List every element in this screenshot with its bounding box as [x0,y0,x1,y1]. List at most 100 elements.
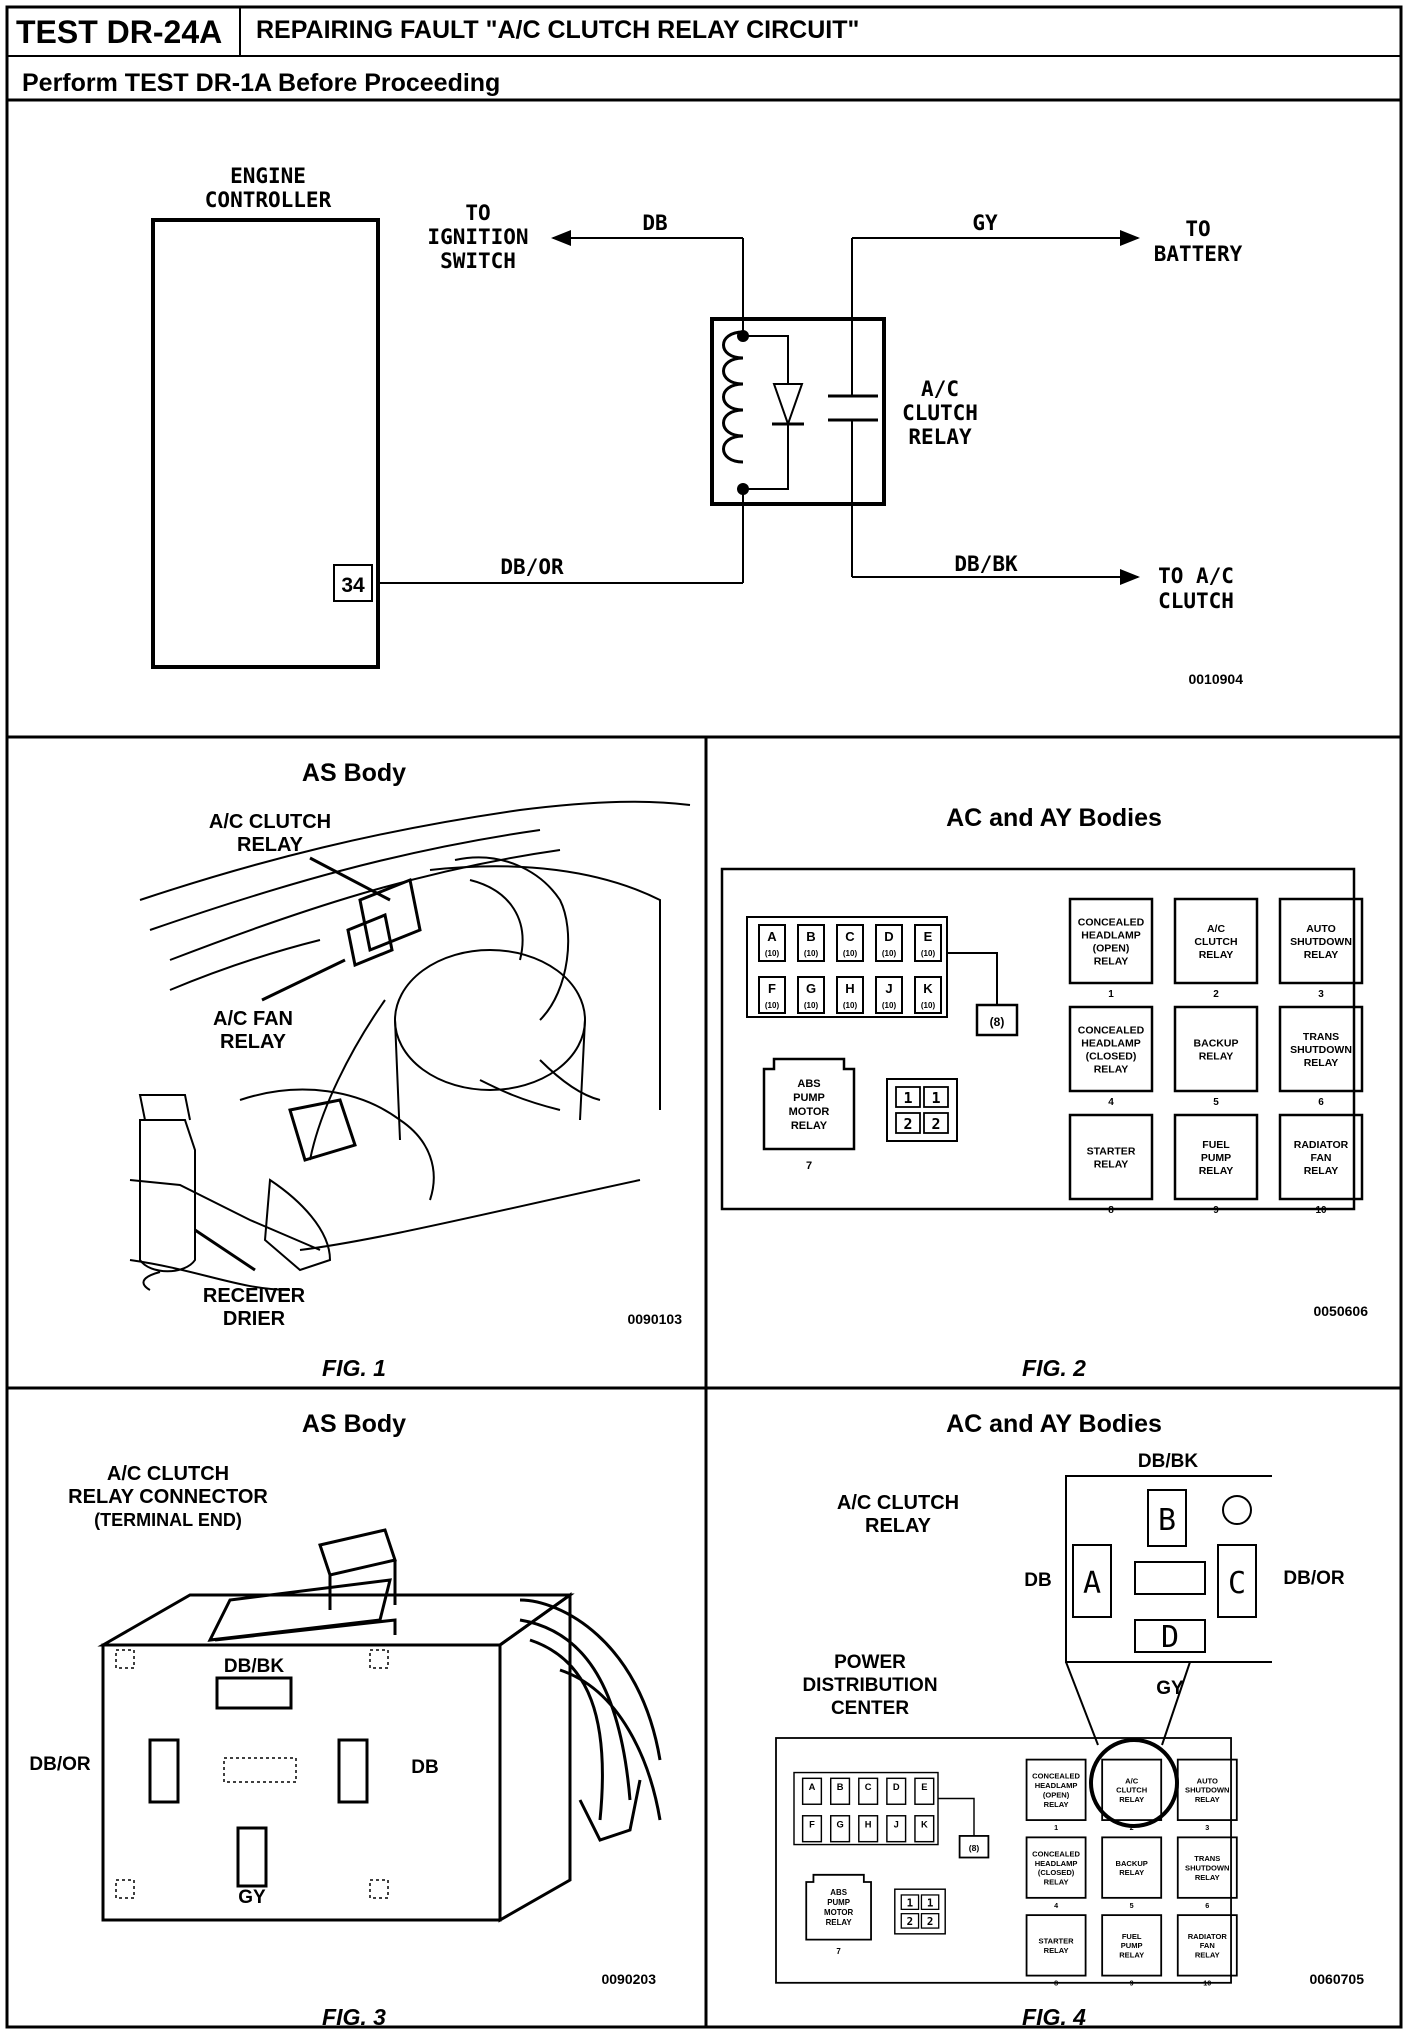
relay-label: RELAY [1119,1868,1144,1877]
fuse-letter: D [884,929,893,944]
fig4-db: DB [1024,1570,1051,1591]
fig3-dbbk: DB/BK [224,1656,284,1677]
relay-label: (CLOSED) [1086,1051,1137,1063]
wire-db-label: DB [642,211,667,235]
relay-label: RELAY [1304,1165,1339,1177]
abs-relay-number: 7 [806,1160,812,1172]
terminal-empty [1222,1495,1252,1525]
relay-number: 8 [1054,1979,1058,1988]
relay-label: HEADLAMP [1081,930,1141,942]
fuse-letter: K [923,981,933,996]
ignition-label-3: SWITCH [440,249,516,273]
relay-label: RELAY [1199,1051,1234,1063]
small-relay-label: 1 [931,1089,940,1107]
small-relay-cell [895,1086,921,1108]
relay-label: STARTER [1087,1146,1136,1158]
fuse-letter: C [865,1782,872,1792]
relay-label: CONCEALED [1032,1772,1080,1781]
fuse-rating: (10) [921,949,936,958]
fuse-rating: (10) [843,1001,858,1010]
relay-label: A/C [921,377,959,401]
schematic-code: 0010904 [1188,671,1243,687]
fig1-drier-label-2: DRIER [223,1308,286,1330]
test-title: REPAIRING FAULT "A/C CLUTCH RELAY CIRCUI… [256,16,859,44]
relay-slot [1278,1005,1364,1093]
fig4-term-b: B [1158,1503,1176,1538]
relay-label: AUTO [1197,1776,1218,1785]
relay-label: RELAY [1195,1795,1220,1804]
relay-number: 8 [1108,1205,1114,1216]
relay-slot [1025,1836,1087,1899]
small-relay-cell [895,1112,921,1134]
fig4-caption: FIG. 4 [1022,2004,1086,2030]
fig1-relay-label: A/C CLUTCH [209,811,331,833]
fuse [886,1815,907,1843]
fuse [758,976,786,1014]
relay-number: 10 [1203,1979,1211,1988]
relay-label: RELAY [1119,1795,1144,1804]
pin-34-box [333,564,373,602]
wire-dbbk-label: DB/BK [954,552,1018,576]
fuse-letter: E [924,929,933,944]
fuse [801,1777,823,1805]
relay-label: CONCEALED [1032,1849,1080,1858]
fuse-letter: F [768,981,776,996]
terminal-center [1134,1561,1206,1595]
wiring-schematic [151,218,1140,669]
relay-label: BACKUP [1194,1038,1239,1050]
fuse-block [746,916,948,1018]
fig3-code: 0090203 [601,1971,656,1987]
fig3-db: DB [411,1757,438,1778]
relay-number: 1 [1108,989,1114,1000]
fig4-dbor: DB/OR [1283,1568,1345,1589]
wire-gy-label: GY [972,211,998,235]
relay-label: RELAY [1044,1946,1069,1955]
relay-number: 4 [1054,1901,1058,1910]
fig1-illustration [129,800,691,1291]
fuse-letter: F [809,1819,815,1829]
abs-relay-label: ABS [797,1078,820,1090]
battery-label: TO [1185,217,1210,241]
small-relay-label: 1 [927,1896,934,1909]
relay-label: HEADLAMP [1035,1781,1078,1790]
relay-label: CLUTCH [1116,1786,1147,1795]
fuse-rating: (10) [921,1001,936,1010]
relay-slot [1176,1758,1238,1821]
fuse [914,1815,935,1843]
relay-slot [1278,1113,1364,1201]
fig2-title: AC and AY Bodies [946,804,1162,832]
fuse [758,924,786,962]
fig2-code: 0050606 [1313,1303,1368,1319]
fuse [836,924,864,962]
connector-face [101,1643,502,1922]
fig2-power-distribution-center: A(10)B(10)C(10)D(10)E(10)F(10)G(10)H(10)… [720,867,1364,1216]
terminal-c [1217,1544,1257,1618]
fuse-letter: H [865,1819,872,1829]
fig4-relay-label: A/C CLUTCH [837,1492,959,1514]
header [5,5,1403,2029]
relay-label: RELAY [1304,949,1339,961]
fig4-term-c: C [1228,1566,1246,1601]
relay-label: RELAY [1094,956,1129,968]
relay-label: HEADLAMP [1035,1859,1078,1868]
terminal-a [1072,1544,1112,1618]
maxi-fuse-label: (8) [969,1843,980,1853]
fig4-pdc-label: POWER [834,1652,906,1673]
relay-label: RELAY [1044,1800,1069,1809]
fuse [858,1815,879,1843]
fuse [875,924,903,962]
fig3-dbor: DB/OR [29,1754,91,1775]
fig4-gy: GY [1156,1678,1184,1699]
maxi-fuse-label: (8) [990,1015,1005,1029]
relay-label: FUEL [1122,1932,1142,1941]
fig4-term-a: A [1083,1566,1101,1601]
fig1-relay-label-2: RELAY [237,834,304,856]
relay-number: 9 [1213,1205,1219,1216]
engine-controller-label: ENGINE [230,164,306,188]
fig4-pdc-label-2: DISTRIBUTION [802,1675,937,1696]
small-relay-cell [923,1086,949,1108]
small-relay-label: 2 [927,1915,934,1928]
abs-relay-label: ABS [830,1888,847,1897]
fuse-rating: (10) [765,949,780,958]
fig3-gy: GY [238,1887,266,1908]
